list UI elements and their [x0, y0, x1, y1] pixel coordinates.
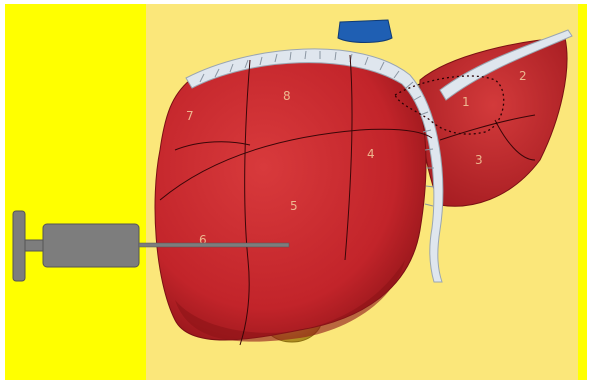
vena-cava — [338, 20, 392, 43]
segment-label-7: 7 — [186, 109, 194, 123]
segment-label-3: 3 — [475, 153, 483, 167]
syringe-plunger-rod — [25, 240, 43, 251]
syringe-barrel — [43, 224, 139, 267]
segment-label-4: 4 — [367, 147, 375, 161]
segment-label-8: 8 — [283, 89, 291, 103]
segment-label-1: 1 — [462, 95, 470, 109]
syringe-plunger-handle — [13, 211, 25, 281]
segment-label-2: 2 — [519, 69, 527, 83]
syringe-needle — [139, 243, 289, 247]
segment-label-5: 5 — [290, 199, 298, 213]
